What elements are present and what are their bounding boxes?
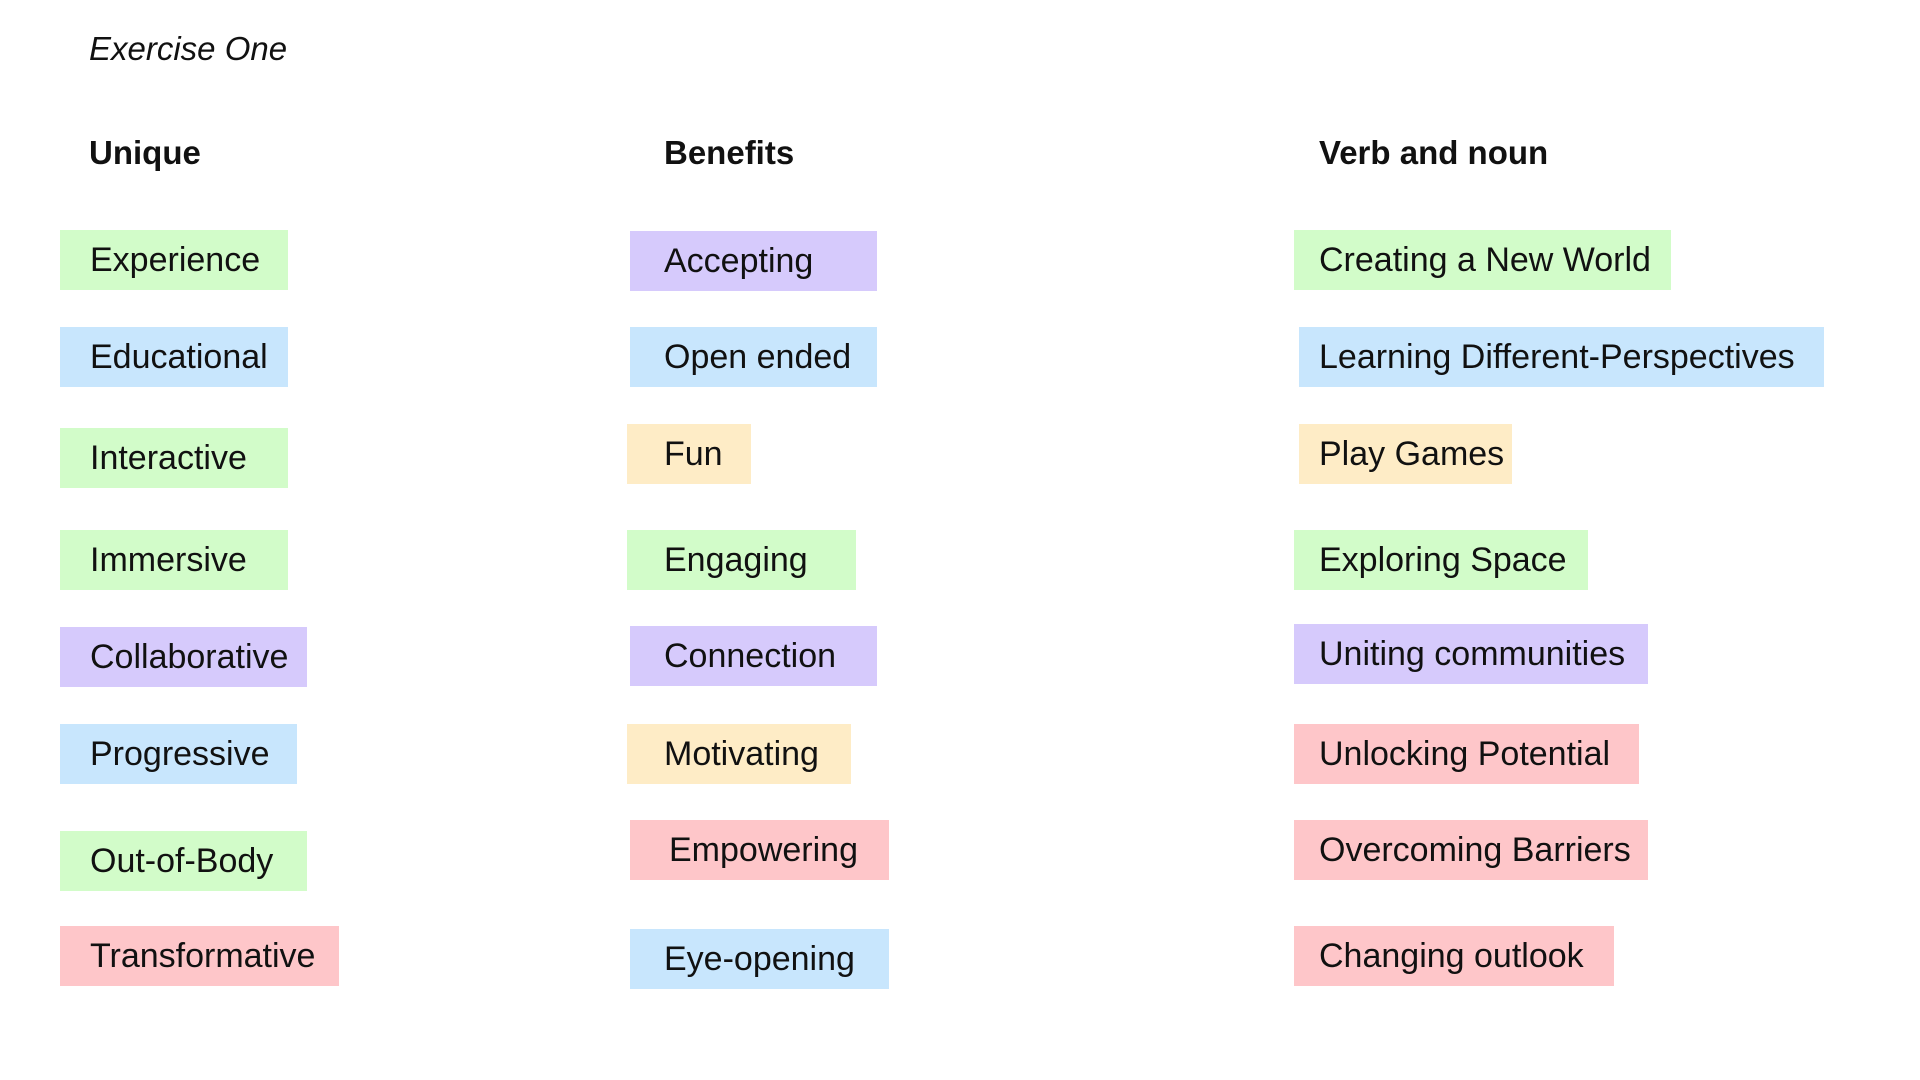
sticky-note[interactable]: Empowering	[630, 820, 889, 880]
board-title: Exercise One	[89, 30, 288, 67]
sticky-note[interactable]: Motivating	[627, 724, 851, 784]
column-heading-unique: Unique	[89, 134, 201, 171]
sticky-note[interactable]: Transformative	[60, 926, 339, 986]
sticky-note[interactable]: Exploring Space	[1294, 530, 1588, 590]
sticky-note[interactable]: Collaborative	[60, 627, 307, 687]
sticky-note[interactable]: Unlocking Potential	[1294, 724, 1639, 784]
sticky-note[interactable]: Learning Different-Perspectives	[1299, 327, 1824, 387]
sticky-note[interactable]: Immersive	[60, 530, 288, 590]
sticky-note[interactable]: Play Games	[1299, 424, 1512, 484]
column-heading-verb-and-noun: Verb and noun	[1319, 134, 1549, 171]
sticky-note[interactable]: Accepting	[630, 231, 877, 291]
sticky-note[interactable]: Fun	[627, 424, 751, 484]
sticky-note[interactable]: Open ended	[630, 327, 877, 387]
column-heading-benefits: Benefits	[664, 134, 795, 171]
sticky-note[interactable]: Eye-opening	[630, 929, 889, 989]
sticky-note[interactable]: Creating a New World	[1294, 230, 1671, 290]
sticky-note[interactable]: Engaging	[627, 530, 856, 590]
sticky-note[interactable]: Changing outlook	[1294, 926, 1614, 986]
sticky-note[interactable]: Uniting communities	[1294, 624, 1648, 684]
sticky-note[interactable]: Interactive	[60, 428, 288, 488]
sticky-note[interactable]: Progressive	[60, 724, 297, 784]
sticky-note[interactable]: Experience	[60, 230, 288, 290]
sticky-note[interactable]: Overcoming Barriers	[1294, 820, 1648, 880]
sticky-note[interactable]: Connection	[630, 626, 877, 686]
sticky-note[interactable]: Educational	[60, 327, 288, 387]
sticky-note[interactable]: Out-of-Body	[60, 831, 307, 891]
